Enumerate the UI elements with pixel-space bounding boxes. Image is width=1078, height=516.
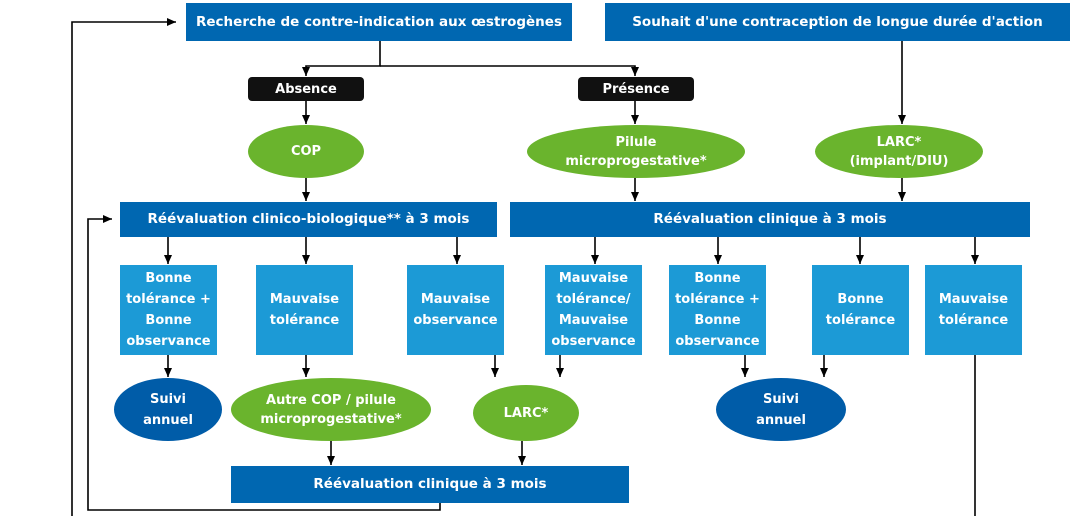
outcome-bonne-tolerance: Bonne tolérance [812,265,909,355]
larc-top-oval: LARC* (implant/DIU) [815,125,983,178]
reevaluation-clinique-bottom-box: Réévaluation clinique à 3 mois [231,466,629,503]
loop-bottom-to-clinico [87,215,441,511]
suivi-annuel-oval-2: Suivi annuel [716,378,846,441]
larc-mid-oval: LARC* [473,385,579,441]
pilule-oval: Pilule microprogestative* [527,125,745,178]
outcome-bonne-tolerance-observance-2: Bonne tolérance + Bonne observance [669,265,766,355]
reevaluation-clinique-box: Réévaluation clinique à 3 mois [510,202,1030,237]
outcome-mauvaise-observance: Mauvaise observance [407,265,504,355]
cop-oval: COP [248,125,364,178]
contraindication-box: Recherche de contre-indication aux œstro… [186,3,572,41]
long-acting-wish-box: Souhait d'une contraception de longue du… [605,3,1070,41]
outcome-mauvaise-tolerance-observance: Mauvaise tolérance/ Mauvaise observance [545,265,642,355]
arrow-to-absence [302,41,381,76]
loop-left-to-top [71,18,176,516]
presence-label: Présence [578,77,694,101]
reevaluation-clinico-bio-box: Réévaluation clinico-biologique** à 3 mo… [120,202,497,237]
outcome-mauvaise-tolerance-2: Mauvaise tolérance [925,265,1022,355]
autre-cop-oval: Autre COP / pilule microprogestative* [231,378,431,441]
arrow-to-presence [380,65,639,76]
absence-label: Absence [248,77,364,101]
suivi-annuel-oval-1: Suivi annuel [114,378,222,441]
outcome-bonne-tolerance-observance-1: Bonne tolérance + Bonne observance [120,265,217,355]
outcome-mauvaise-tolerance-1: Mauvaise tolérance [256,265,353,355]
